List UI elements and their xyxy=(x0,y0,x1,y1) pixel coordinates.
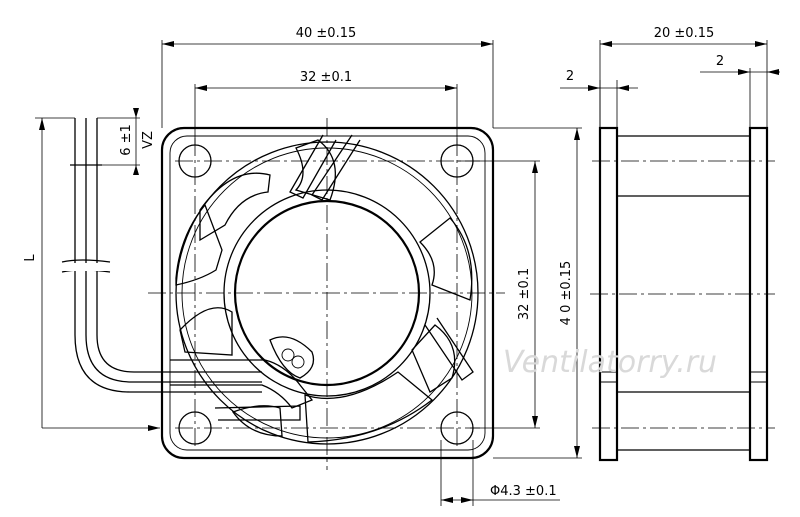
blade-bottom-left xyxy=(231,405,283,437)
side-view xyxy=(590,126,775,462)
strut-right xyxy=(424,317,474,381)
lead-wire-3 xyxy=(96,118,262,373)
blade-lower-left xyxy=(179,307,233,356)
dim-side-flange-left: 2 xyxy=(560,69,638,128)
dim-front-width-label: 40 ±0.15 xyxy=(296,26,357,41)
dim-lead-length: L xyxy=(23,117,160,431)
dim-front-height: 4 0 ±0.15 xyxy=(493,127,582,459)
dim-side-depth: 20 ±0.15 xyxy=(599,26,768,128)
cable-clip xyxy=(269,336,315,379)
strut-left-cable xyxy=(170,359,314,409)
dim-wire-strip-label: 6 ±1 xyxy=(119,124,134,156)
blade-left xyxy=(175,203,223,286)
strut-top-2 xyxy=(311,134,361,201)
dim-front-hole-pitch-vertical: 32 ±0.1 xyxy=(457,160,540,429)
dim-hole-diameter-label: Φ4.3 ±0.1 xyxy=(490,484,557,499)
wire-break-gap xyxy=(63,263,110,271)
dim-wire-strip: 6 ±1 VZ xyxy=(97,108,156,175)
dim-front-hole-pitch-vertical-label: 32 ±0.1 xyxy=(517,268,532,320)
dim-front-width: 40 ±0.15 xyxy=(161,26,494,128)
watermark: Ventilatorry.ru xyxy=(503,345,717,380)
blade-top-left xyxy=(199,172,271,242)
dim-front-hole-pitch-label: 32 ±0.1 xyxy=(300,70,352,85)
front-view xyxy=(61,118,505,470)
lead-wire-bundle xyxy=(74,118,262,393)
blade-bottom xyxy=(304,371,434,443)
dim-side-flange-right: 2 xyxy=(700,54,780,128)
dim-side-depth-label: 20 ±0.15 xyxy=(654,26,715,41)
dim-wire-tin-label: VZ xyxy=(141,131,156,149)
strut-bottom xyxy=(214,405,301,421)
dim-hole-diameter: Φ4.3 ±0.1 xyxy=(440,440,560,506)
blade-right-bottom xyxy=(411,324,456,393)
blade-right-top xyxy=(419,217,473,301)
dim-lead-length-label: L xyxy=(23,254,38,262)
dim-front-height-label: 4 0 ±0.15 xyxy=(559,261,574,326)
strut-top xyxy=(289,134,337,199)
dim-side-flange-right-label: 2 xyxy=(716,54,724,69)
dim-side-flange-left-label: 2 xyxy=(566,69,574,84)
cable-clip-hole-2 xyxy=(291,355,305,369)
dim-front-hole-pitch: 32 ±0.1 xyxy=(194,70,458,145)
cable-clip-hole-1 xyxy=(281,348,295,362)
lead-wire-2 xyxy=(85,118,262,383)
